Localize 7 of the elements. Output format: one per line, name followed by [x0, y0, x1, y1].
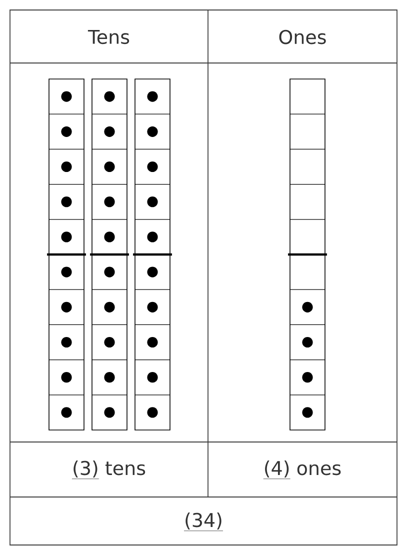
fill-in-answer: (3) — [72, 460, 100, 480]
fill-in-answer: (4) — [263, 460, 290, 480]
fill-in-answer: (34) — [184, 512, 224, 532]
column-heading: Tens — [88, 30, 130, 44]
unit-word: tens — [105, 462, 146, 476]
column-heading: Ones — [279, 30, 326, 44]
unit-word: ones — [297, 464, 341, 476]
